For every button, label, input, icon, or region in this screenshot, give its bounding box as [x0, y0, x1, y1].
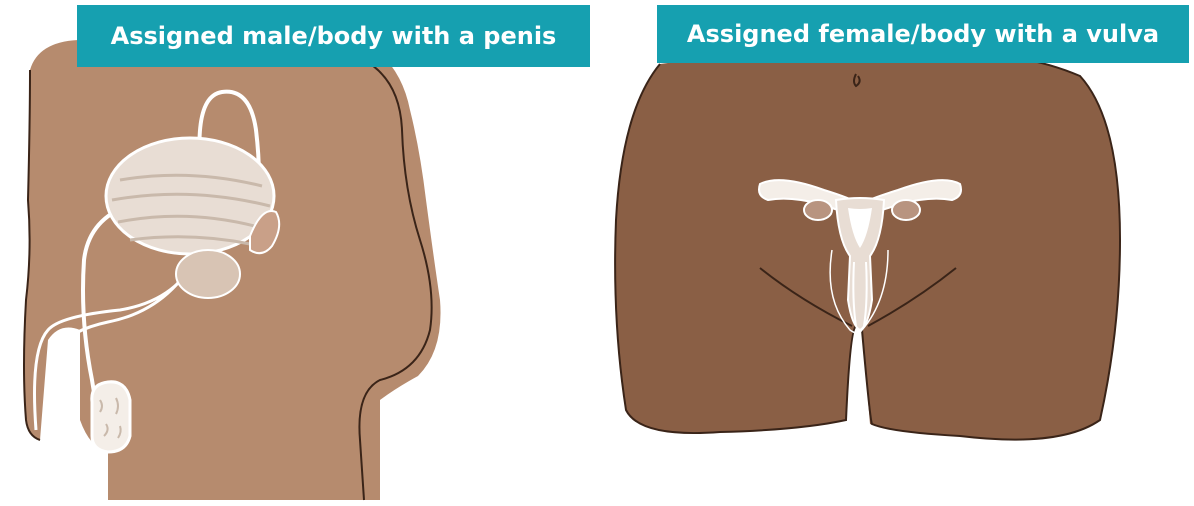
- male-anatomy-panel: Assigned male/body with a penis: [0, 0, 600, 506]
- ovary-left: [804, 200, 832, 220]
- label-assigned-male: Assigned male/body with a penis: [77, 5, 590, 67]
- ovary-right: [892, 200, 920, 220]
- female-anatomy-panel: Assigned female/body with a vulva: [600, 0, 1194, 506]
- male-anatomy-illustration: [0, 0, 600, 506]
- female-anatomy-illustration: [600, 0, 1194, 506]
- label-assigned-female: Assigned female/body with a vulva: [657, 5, 1189, 63]
- prostate: [176, 250, 240, 298]
- testicle: [92, 382, 130, 452]
